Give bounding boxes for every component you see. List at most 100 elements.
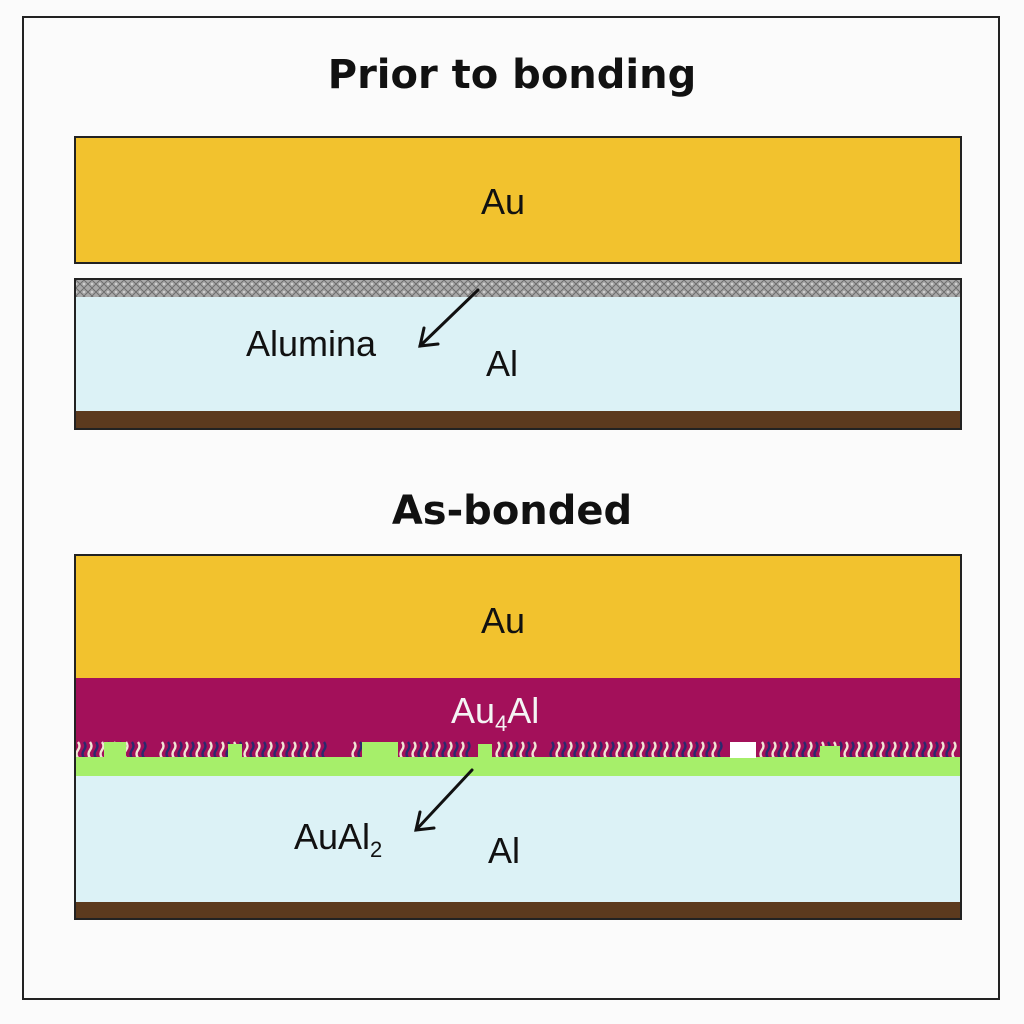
interface-wave: [129, 741, 135, 759]
interface-wave: [507, 741, 513, 759]
interface-wave: [663, 741, 669, 759]
interface-wave: [303, 741, 309, 759]
interface-wave: [639, 741, 645, 759]
figure-frame: [22, 16, 1000, 1000]
interface-wave: [861, 741, 867, 759]
prior-gold-label: Au: [481, 181, 526, 222]
interface-wave: [429, 741, 435, 759]
interface-grain: [730, 742, 756, 758]
alumina-label: Alumina: [246, 323, 377, 364]
bonded-gold-layer: [75, 555, 961, 678]
interface-wave: [291, 741, 297, 759]
bonded-substrate-layer: [75, 902, 961, 919]
interface-wave: [873, 741, 879, 759]
interface-wave: [213, 741, 219, 759]
interface-wave: [315, 741, 321, 759]
interface-wave: [171, 741, 177, 759]
bonded-stack: [74, 554, 962, 920]
interface-wave: [135, 741, 141, 759]
interface-wave: [891, 741, 897, 759]
interface-wave: [567, 741, 573, 759]
interface-wave: [813, 741, 819, 759]
au4al-label-subscript: 4: [495, 711, 508, 737]
interface-wave: [159, 741, 165, 759]
interface-wave: [183, 741, 189, 759]
interface-wave: [261, 741, 267, 759]
interface-wave: [759, 741, 765, 759]
prior-aluminum-stack: [74, 278, 962, 430]
interface-wave: [669, 741, 675, 759]
interface-wave: [75, 741, 81, 759]
interface-wave: [561, 741, 567, 759]
bonded-gold-label: Au: [481, 600, 526, 641]
interface-wave: [681, 741, 687, 759]
interface-wave: [789, 741, 795, 759]
interface-grain: [104, 742, 126, 758]
interface-wave: [693, 741, 699, 759]
interface-wave: [549, 741, 555, 759]
interface-wave: [93, 741, 99, 759]
interface-wave: [885, 741, 891, 759]
interface-wave: [441, 741, 447, 759]
aual2-label-base: AuAl: [294, 816, 371, 857]
interface-wave: [807, 741, 813, 759]
aual2-callout-arrow: [414, 768, 474, 832]
interface-wave: [453, 741, 459, 759]
interface-wave: [459, 741, 465, 759]
interface-wave: [525, 741, 531, 759]
interface-wave: [351, 741, 357, 759]
interface-wave: [699, 741, 705, 759]
interface-grain: [820, 746, 840, 758]
interface-wave: [579, 741, 585, 759]
interface-wave: [711, 741, 717, 759]
interface-wave: [915, 741, 921, 759]
interface-wave: [939, 741, 945, 759]
interface-wave: [675, 741, 681, 759]
prior-stack-outline: [74, 278, 962, 430]
interface-wave: [87, 741, 93, 759]
interface-wave: [843, 741, 849, 759]
interface-wave: [705, 741, 711, 759]
interface-wave: [243, 741, 249, 759]
interface-wave: [687, 741, 693, 759]
interface-wave: [633, 741, 639, 759]
interface-wave: [897, 741, 903, 759]
interface-wave: [309, 741, 315, 759]
interface-wave: [141, 741, 147, 759]
interface-grain: [228, 744, 242, 758]
interface-wave: [519, 741, 525, 759]
interface-wave: [765, 741, 771, 759]
interface-wave: [849, 741, 855, 759]
interface-wave: [357, 741, 363, 759]
interface-wave: [777, 741, 783, 759]
interface-wave: [909, 741, 915, 759]
prior-substrate-layer: [75, 411, 961, 429]
interface-wave: [279, 741, 285, 759]
prior-gold-layer: [74, 136, 962, 264]
interface-wave: [855, 741, 861, 759]
alumina-callout-arrow: [418, 288, 480, 348]
interface-wave: [531, 741, 537, 759]
interface-wave: [99, 741, 105, 759]
interface-wave: [465, 741, 471, 759]
interface-wave: [657, 741, 663, 759]
interface-wave: [411, 741, 417, 759]
bonded-aual2-layer: [75, 757, 961, 776]
interface-wave: [573, 741, 579, 759]
interface-wave: [189, 741, 195, 759]
interface-wave: [555, 741, 561, 759]
interface-wave: [879, 741, 885, 759]
interface-wave: [285, 741, 291, 759]
interface-wave: [903, 741, 909, 759]
interface-grain: [362, 742, 398, 758]
interface-wave: [423, 741, 429, 759]
interface-wave: [645, 741, 651, 759]
interface-wave: [867, 741, 873, 759]
interface-wave: [249, 741, 255, 759]
au4al-label-base: Au: [451, 690, 496, 731]
interface-wave: [615, 741, 621, 759]
interface-wave: [951, 741, 957, 759]
au4al-label-tail: Al: [507, 690, 540, 731]
bonded-aluminum-layer: [75, 776, 961, 902]
